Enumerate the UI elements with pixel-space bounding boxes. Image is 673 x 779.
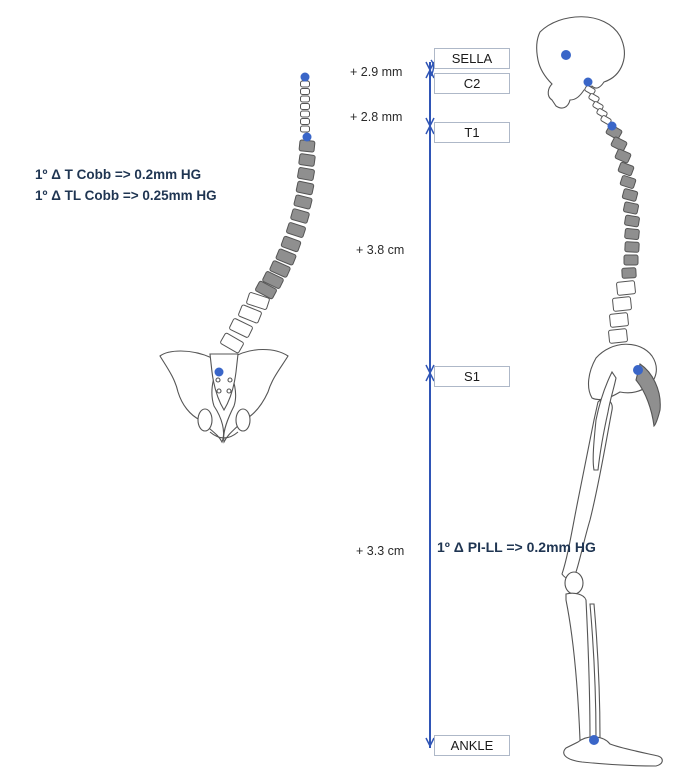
coronal-vertebra [301, 89, 310, 95]
landmark-sella: SELLA [434, 48, 510, 69]
landmark-dot-c2-sagittal [584, 78, 593, 87]
obturator-right [236, 409, 250, 431]
sacral-foramen [217, 389, 221, 393]
skull [537, 17, 625, 108]
landmark-dot-c2-coronal [301, 73, 310, 82]
sagittal-vertebra [622, 188, 638, 201]
coronal-vertebra [294, 195, 313, 210]
sagittal-vertebra [625, 228, 640, 239]
sacral-foramen [216, 378, 220, 382]
landmark-dot-t1-coronal [303, 133, 312, 142]
t-cobb-stat: 1º Δ T Cobb => 0.2mm HG [35, 167, 201, 182]
coronal-vertebra [301, 111, 310, 117]
landmark-c2: C2 [434, 73, 510, 94]
measure-sella-c2: + 2.9 mm [350, 65, 402, 79]
measure-t1-s1: + 3.8 cm [356, 243, 404, 257]
measure-s1-ankle: + 3.3 cm [356, 544, 404, 558]
coronal-vertebra [301, 81, 310, 87]
coronal-vertebra [220, 333, 244, 354]
landmark-ankle: ANKLE [434, 735, 510, 756]
sagittal-vertebra [623, 202, 639, 215]
coronal-vertebra [296, 181, 314, 195]
coronal-vertebra [301, 119, 310, 125]
landmark-s1: S1 [434, 366, 510, 387]
coronal-vertebra [290, 208, 309, 223]
coronal-vertebra [229, 318, 253, 338]
landmark-dot-t1-sagittal [608, 122, 617, 131]
measurement-axis [426, 60, 434, 748]
measure-c2-t1: + 2.8 mm [350, 110, 402, 124]
sagittal-vertebra [618, 162, 635, 176]
tibia [566, 593, 590, 740]
tl-cobb-stat: 1º Δ TL Cobb => 0.25mm HG [35, 188, 217, 203]
coronal-vertebrae [220, 81, 315, 353]
sagittal-view [537, 17, 663, 766]
patella [565, 572, 583, 594]
coronal-vertebra [301, 126, 310, 132]
landmark-dot-ankle [589, 735, 599, 745]
landmark-dot-sella [561, 50, 571, 60]
sagittal-vertebra [612, 297, 631, 312]
sagittal-vertebra [622, 268, 637, 279]
coronal-vertebra [286, 222, 306, 238]
sagittal-vertebra [624, 215, 639, 227]
coronal-vertebra [301, 96, 310, 102]
landmark-t1: T1 [434, 122, 510, 143]
coronal-view [160, 73, 315, 443]
landmark-dot-s1-sagittal [633, 365, 643, 375]
sagittal-vertebra [620, 175, 636, 189]
sagittal-vertebra [615, 149, 632, 164]
obturator-left [198, 409, 212, 431]
coronal-vertebra [297, 167, 314, 181]
landmark-dot-s1-coronal [215, 368, 224, 377]
sacrum [210, 354, 238, 410]
sacral-foramen [228, 378, 232, 382]
pi-ll-stat: 1º Δ PI-LL => 0.2mm HG [437, 539, 596, 555]
pelvis-front [160, 350, 288, 443]
sagittal-vertebra [624, 255, 638, 265]
coronal-vertebra [299, 153, 316, 166]
coronal-vertebra [301, 104, 310, 110]
sagittal-vertebra [625, 242, 640, 253]
coronal-vertebra [299, 140, 315, 153]
sagittal-vertebra [616, 281, 635, 296]
sagittal-vertebra [588, 93, 600, 103]
fibula [590, 604, 600, 738]
foot [564, 737, 663, 766]
sacral-foramen [227, 389, 231, 393]
sagittal-vertebra [608, 329, 627, 344]
sagittal-vertebra [609, 313, 628, 328]
